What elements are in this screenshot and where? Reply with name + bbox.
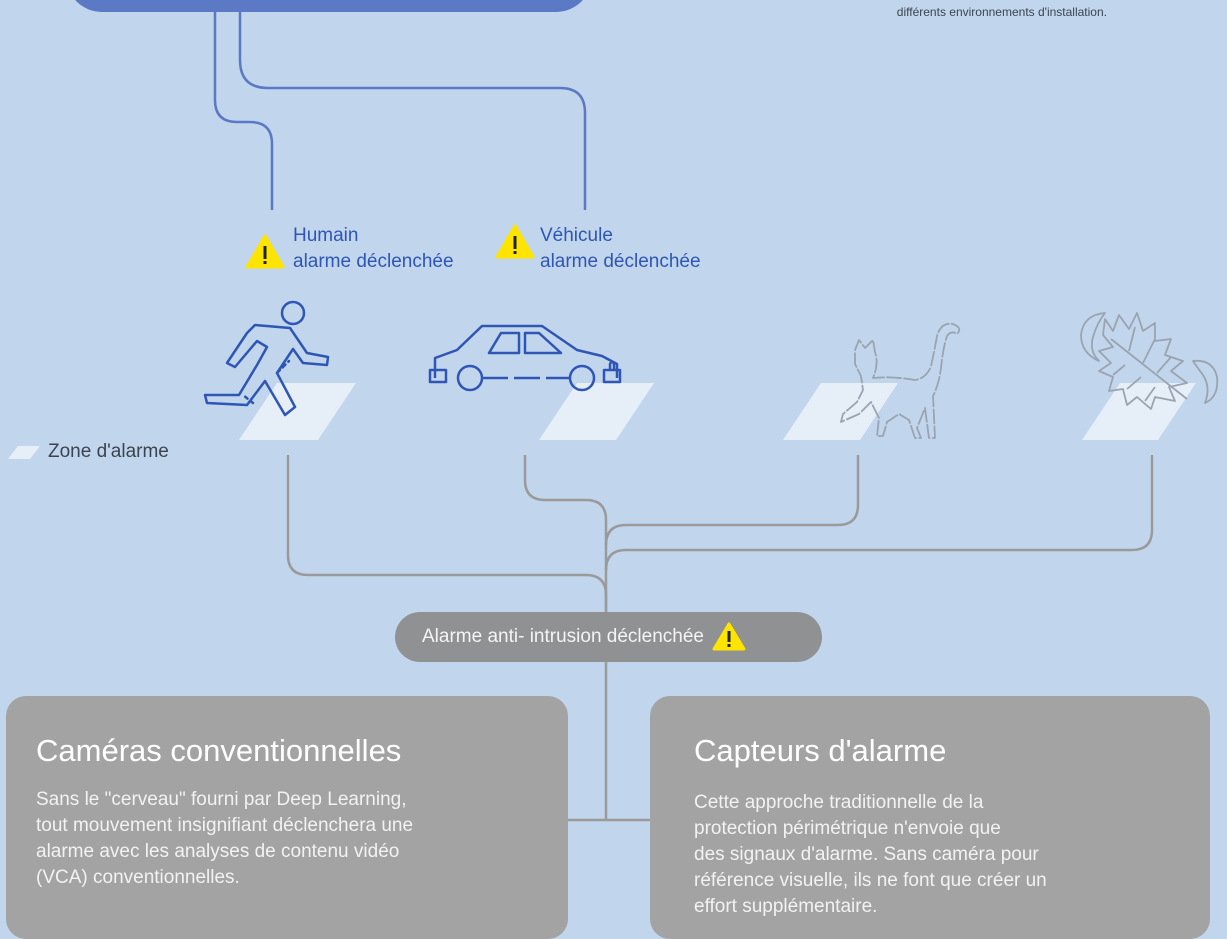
alarm-zone-human [239,383,356,440]
vehicle-alert-label: Véhicule alarme déclenchée [540,223,701,275]
conventional-cameras-card: Caméras conventionnelles Sans le "cervea… [6,696,568,939]
vehicle-warning-icon [495,224,535,259]
alarm-zones [239,383,1196,440]
zone-legend-label: Zone d'alarme [48,441,169,462]
intrusion-warning-icon [712,622,746,651]
intrusion-alarm-label: Alarme anti- intrusion déclenchée [422,626,704,647]
leaf-icon [1080,312,1219,410]
alarm-zone-vehicle [539,383,654,440]
human-warning-icon [245,234,285,269]
alarm-sensors-title: Capteurs d'alarme [694,733,947,768]
human-alert-status: alarme déclenchée [293,251,454,272]
conventional-cameras-body: Sans le "cerveau" fourni par Deep Learni… [36,789,414,888]
alarm-sensors-body: Cette approche traditionnelle de la prot… [694,792,1047,917]
human-alert-type: Humain [293,225,359,246]
vehicle-wire [238,0,587,210]
vehicle-alert-status: alarme déclenchée [540,251,701,272]
zone-legend-swatch [8,446,40,459]
top-banner-pill [66,0,592,12]
human-alert-label: Humain alarme déclenchée [293,223,454,275]
alarm-zone-leaf [1082,383,1196,440]
car-icon [428,324,622,392]
zone-legend: Zone d'alarme [8,441,169,463]
running-person-icon [203,300,330,417]
alarm-zone-cat [783,383,898,440]
leaf-gray-wire [604,455,1154,571]
conventional-cameras-title: Caméras conventionnelles [36,733,402,768]
vehicle-alert-type: Véhicule [540,225,613,246]
human-wire [213,0,274,210]
installation-note: différents environnements d'installation… [896,5,1107,19]
cat-gray-wire [604,455,860,546]
intrusion-alarm-pill: Alarme anti- intrusion déclenchée [395,612,822,662]
vehicle-gray-wire [523,455,608,612]
cat-icon [840,322,961,439]
human-gray-wire [286,455,608,612]
alarm-sensors-card: Capteurs d'alarme Cette approche traditi… [650,696,1210,939]
